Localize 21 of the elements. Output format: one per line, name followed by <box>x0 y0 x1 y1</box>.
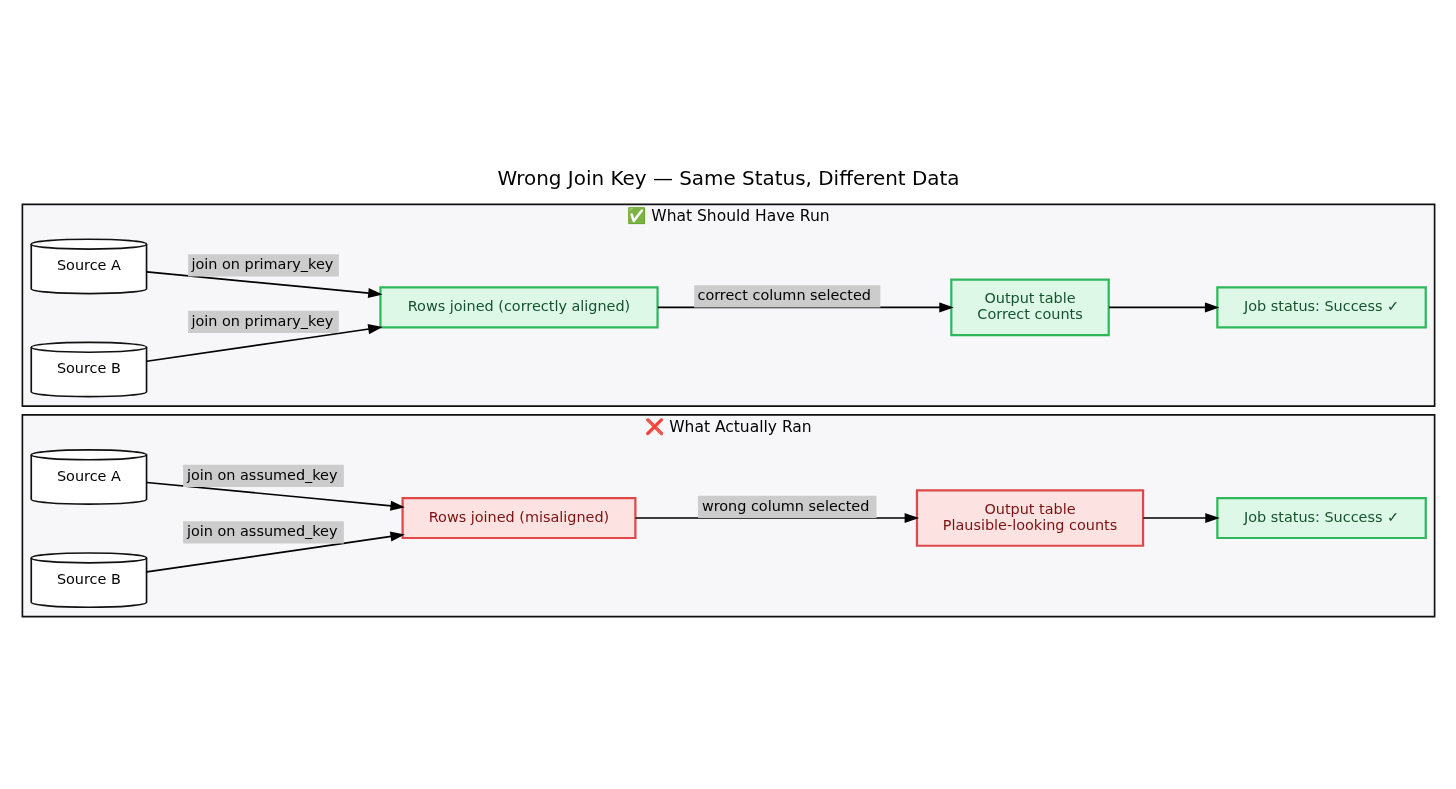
edge-label: join on primary_key <box>190 255 333 272</box>
node-box: Output table Correct counts <box>949 278 1110 336</box>
node-box: Rows joined (misaligned) <box>401 496 636 539</box>
node-box: Job status: Success ✓ <box>1215 285 1427 328</box>
arrow <box>1142 512 1220 523</box>
node-box: Output table Plausible-looking counts <box>915 488 1144 547</box>
edge-label: join on assumed_key <box>186 522 337 539</box>
arrow <box>145 270 383 298</box>
arrow <box>634 512 919 523</box>
diagram-title: Wrong Join Key — Same Status, Different Data <box>496 165 960 190</box>
edge-label: join on primary_key <box>190 312 333 329</box>
edge-label: wrong column selected <box>701 497 869 514</box>
arrow <box>145 481 405 511</box>
arrow <box>145 323 383 362</box>
arrow <box>1107 301 1219 312</box>
edge-label: correct column selected <box>696 286 871 303</box>
arrow <box>656 301 954 312</box>
edge-label: join on assumed_key <box>186 466 337 483</box>
arrow <box>145 531 405 573</box>
node-box: Rows joined (correctly aligned) <box>378 285 659 328</box>
node-box: Job status: Success ✓ <box>1215 496 1427 539</box>
